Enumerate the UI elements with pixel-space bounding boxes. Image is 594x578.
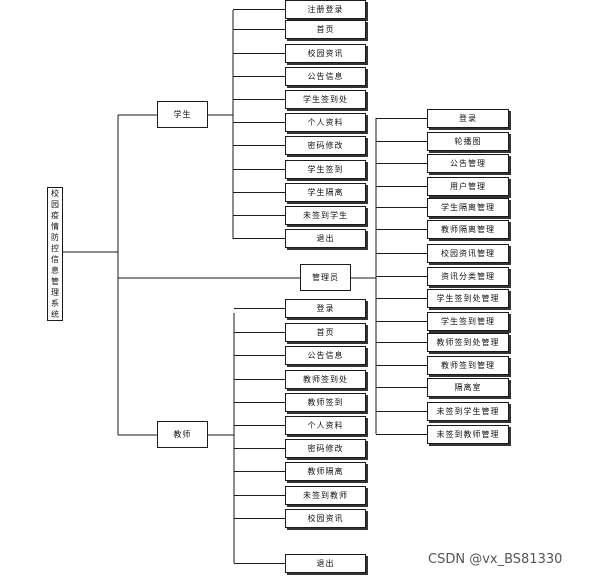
admin-function-item: 登录 xyxy=(427,109,509,128)
student-function-item: 校园资讯 xyxy=(285,44,366,63)
root-label-char: 疫 xyxy=(51,211,59,220)
admin-function-item: 未签到教师管理 xyxy=(427,425,509,444)
student-function-item: 密码修改 xyxy=(285,136,366,155)
teacher-function-item: 个人资料 xyxy=(285,416,366,435)
admin-function-item: 学生签到管理 xyxy=(427,312,509,331)
root-label-char: 息 xyxy=(51,266,59,275)
root-label-char: 情 xyxy=(51,222,59,231)
teacher-function-item: 密码修改 xyxy=(285,439,366,458)
admin-function-item: 教师签到处管理 xyxy=(427,333,509,352)
student-function-item: 首页 xyxy=(285,20,366,39)
teacher-function-item: 教师签到 xyxy=(285,393,366,412)
root-label-char: 园 xyxy=(51,200,59,209)
teacher-function-item: 退出 xyxy=(285,554,366,573)
root-label-char: 防 xyxy=(51,233,59,242)
student-function-item: 学生签到处 xyxy=(285,90,366,109)
root-label-char: 系 xyxy=(51,299,59,308)
teacher-function-item: 公告信息 xyxy=(285,346,366,365)
admin-node: 管理员 xyxy=(300,264,351,291)
student-function-item: 公告信息 xyxy=(285,67,366,86)
watermark-text: CSDN @vx_BS81330 xyxy=(428,552,563,567)
admin-function-item: 校园资讯管理 xyxy=(427,244,509,263)
teacher-function-item: 教师隔离 xyxy=(285,462,366,481)
teacher-function-item: 登录 xyxy=(285,299,366,318)
admin-function-item: 用户管理 xyxy=(427,177,509,196)
student-function-item: 个人资料 xyxy=(285,113,366,132)
student-function-item: 学生签到 xyxy=(285,160,366,179)
admin-function-item: 隔离室 xyxy=(427,378,509,397)
root-label-char: 理 xyxy=(51,288,59,297)
admin-function-item: 学生隔离管理 xyxy=(427,198,509,217)
admin-function-item: 教师签到管理 xyxy=(427,356,509,375)
teacher-function-item: 教师签到处 xyxy=(285,370,366,389)
student-function-item: 退出 xyxy=(285,229,366,248)
root-label-char: 统 xyxy=(51,310,59,319)
student-function-item: 注册登录 xyxy=(285,0,366,19)
admin-function-item: 学生签到处管理 xyxy=(427,289,509,308)
teacher-function-item: 校园资讯 xyxy=(285,509,366,528)
root-label-char: 信 xyxy=(51,255,59,264)
student-function-item: 学生隔离 xyxy=(285,183,366,202)
admin-function-item: 公告管理 xyxy=(427,154,509,173)
teacher-function-item: 首页 xyxy=(285,323,366,342)
admin-function-item: 未签到学生管理 xyxy=(427,402,509,421)
teacher-function-item: 未签到教师 xyxy=(285,486,366,505)
teacher-node: 教师 xyxy=(157,421,208,448)
root-label-char: 管 xyxy=(51,277,59,286)
admin-function-item: 教师隔离管理 xyxy=(427,220,509,239)
root-node: 校园疫情防控信息管理系统 xyxy=(47,187,63,321)
root-label-char: 校 xyxy=(51,189,59,198)
admin-function-item: 资讯分类管理 xyxy=(427,267,509,286)
admin-function-item: 轮播图 xyxy=(427,132,509,151)
student-node: 学生 xyxy=(157,101,208,128)
student-function-item: 未签到学生 xyxy=(285,206,366,225)
root-label-char: 控 xyxy=(51,244,59,253)
